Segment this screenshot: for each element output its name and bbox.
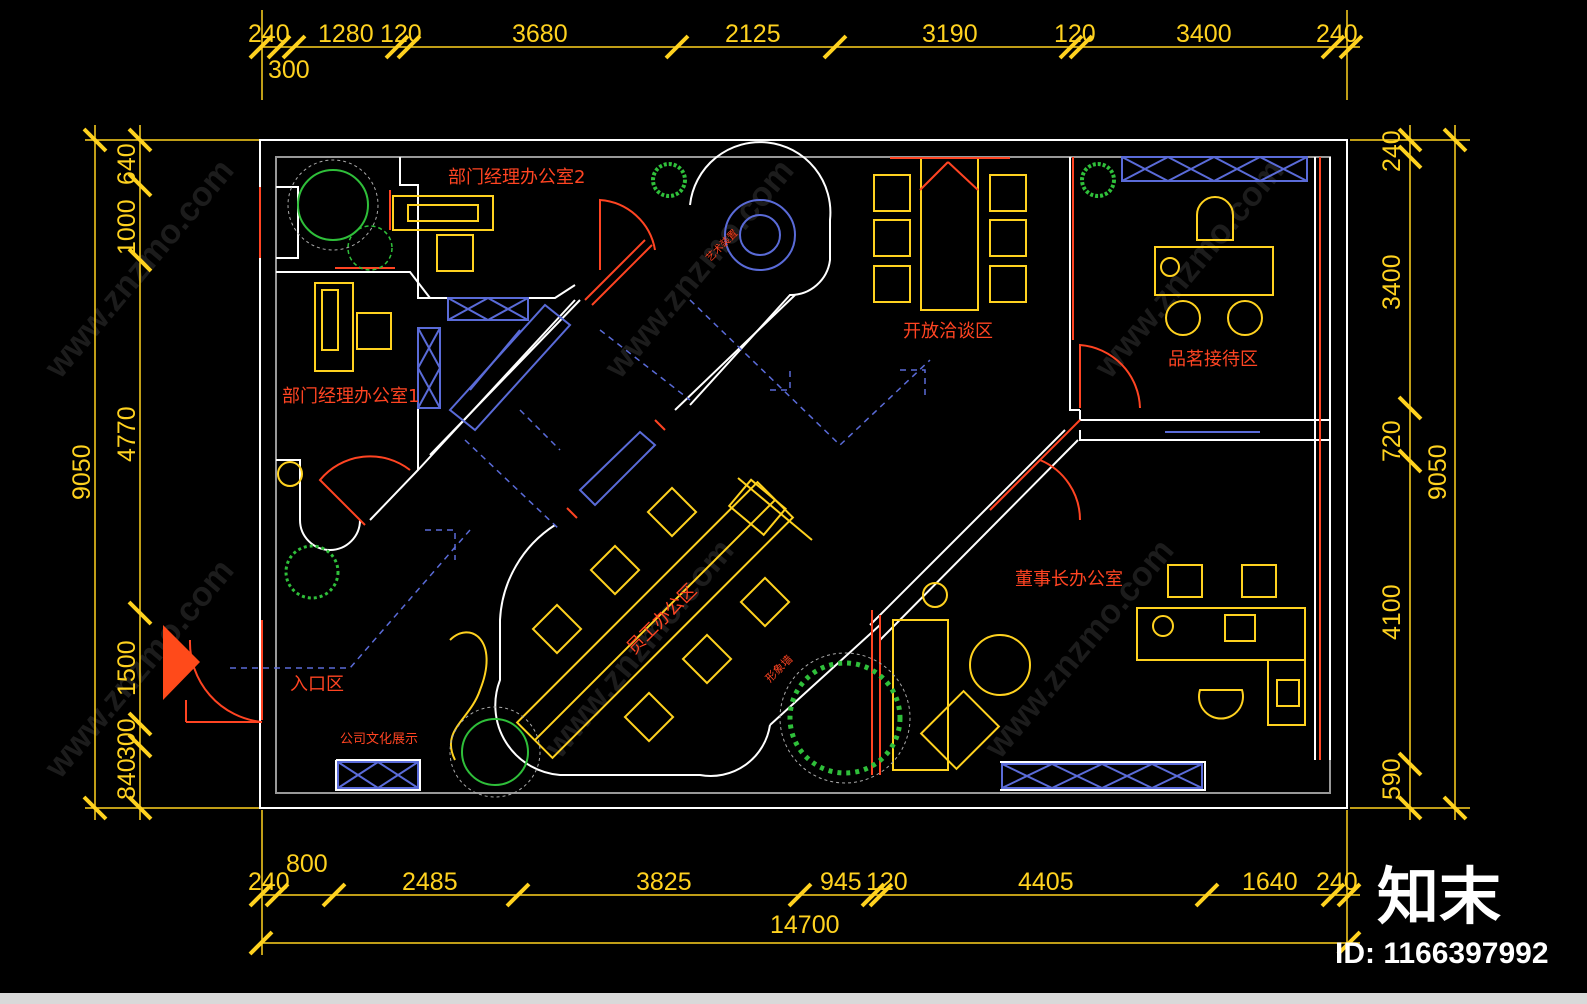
- walls: [259, 139, 1348, 809]
- plant-icon: [787, 660, 903, 776]
- dim-top-4: 3680: [512, 20, 568, 48]
- dimension-top: 240 1280 120 3680 2125 3190 120 3400 240…: [248, 10, 1364, 100]
- dim-top-3: 120: [380, 20, 422, 48]
- watermark-id: ID: 1166397992: [1335, 937, 1549, 970]
- dim-left-total: 9050: [68, 444, 96, 500]
- dim-left-1: 640: [113, 143, 141, 185]
- dim-right-5: 590: [1378, 758, 1406, 800]
- doors: [185, 157, 1321, 775]
- cabinets: [337, 156, 1308, 789]
- room-label-tea-reception: 品茗接待区: [1168, 349, 1258, 370]
- dim-right-4: 4100: [1378, 584, 1406, 640]
- dim-right-1: 240: [1378, 130, 1406, 172]
- room-label-manager-office-1: 部门经理办公室1: [282, 386, 419, 407]
- plant-icon: [449, 706, 541, 798]
- room-label-feature-wall: 形象墙: [762, 652, 795, 685]
- dimension-left: 9050 640 1000 4770 1500 300 840: [68, 125, 260, 821]
- entrance-arrow-icon: [163, 625, 200, 700]
- plant-icon: [651, 162, 687, 198]
- bottom-scrollbar[interactable]: [0, 993, 1587, 1004]
- dim-bottom-5: 945: [820, 868, 862, 896]
- watermark-text: www.znzmo.com: [36, 152, 241, 386]
- plant-icon: [347, 225, 393, 271]
- plant-icon: [297, 169, 369, 241]
- dim-bottom-7: 4405: [1018, 868, 1074, 896]
- dim-right-2: 3400: [1378, 254, 1406, 310]
- dim-bottom-2: 800: [286, 850, 328, 878]
- dim-left-5: 300: [113, 718, 141, 760]
- dim-top-8: 3400: [1176, 20, 1232, 48]
- dim-left-3: 4770: [113, 406, 141, 462]
- dim-bottom-3: 2485: [402, 868, 458, 896]
- dim-bottom-8: 1640: [1242, 868, 1298, 896]
- dim-right-total: 9050: [1424, 444, 1452, 500]
- watermark-text: www.znzmo.com: [976, 532, 1181, 766]
- room-labels: 部门经理办公室2 部门经理办公室1 开放洽谈区 品茗接待区 董事长办公室 员工办…: [282, 167, 1258, 747]
- dim-left-4: 1500: [113, 640, 141, 696]
- dim-right-3: 720: [1378, 420, 1406, 462]
- plant-icon: [284, 544, 340, 600]
- plant-icon: [287, 159, 379, 251]
- dim-bottom-6: 120: [866, 868, 908, 896]
- dim-bottom-total: 14700: [770, 911, 840, 939]
- room-label-culture-display: 公司文化展示: [340, 732, 418, 747]
- dim-top-5: 2125: [725, 20, 781, 48]
- watermark-pattern: www.znzmo.com www.znzmo.com www.znzmo.co…: [36, 152, 1291, 786]
- room-label-open-discussion: 开放洽谈区: [903, 321, 993, 342]
- dim-top-sub: 300: [268, 56, 310, 84]
- furniture: [277, 157, 1306, 771]
- dim-left-6: 840: [113, 758, 141, 800]
- plant-icon: [461, 718, 529, 786]
- dim-bottom-9: 240: [1316, 868, 1358, 896]
- dimension-right: 240 3400 720 4100 590 9050: [1350, 125, 1470, 821]
- dim-bottom-1: 240: [248, 868, 290, 896]
- dim-bottom-4: 3825: [636, 868, 692, 896]
- dim-top-9: 240: [1316, 20, 1358, 48]
- room-label-entrance: 入口区: [290, 674, 344, 695]
- room-label-chairman-office: 董事长办公室: [1015, 569, 1123, 590]
- plants: [284, 159, 1116, 798]
- dim-top-7: 120: [1054, 20, 1096, 48]
- circulation-paths: [230, 299, 931, 669]
- plant-icon: [1080, 162, 1116, 198]
- dim-top-2: 1280: [318, 20, 374, 48]
- dim-left-2: 1000: [113, 199, 141, 255]
- dimension-bottom: 240 800 2485 3825 945 120 4405 1640 240 …: [248, 810, 1362, 956]
- plant-icon: [779, 652, 911, 784]
- dim-top-6: 3190: [922, 20, 978, 48]
- dim-top-1: 240: [248, 20, 290, 48]
- room-label-manager-office-2: 部门经理办公室2: [448, 167, 585, 188]
- watermark-logo: 知末: [1377, 860, 1501, 933]
